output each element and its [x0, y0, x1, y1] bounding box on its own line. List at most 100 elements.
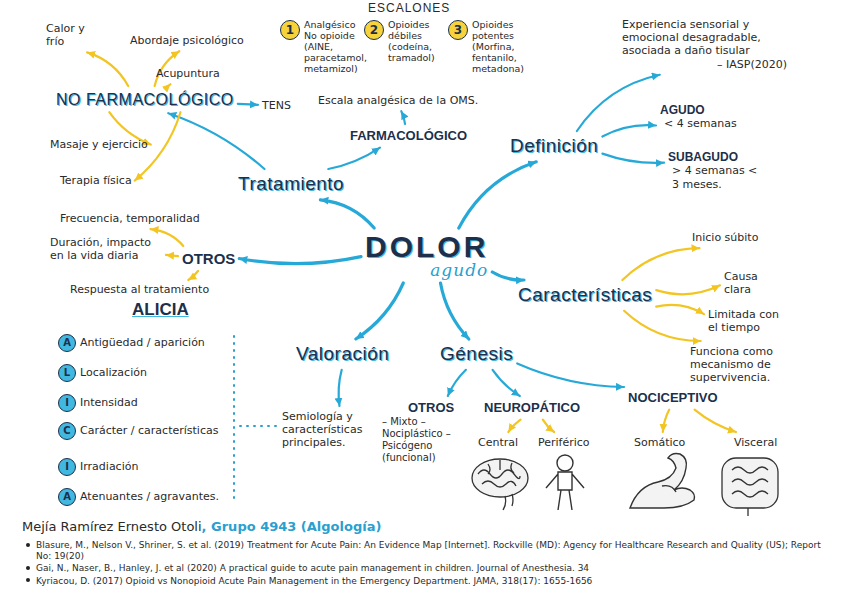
author-line: Mejía Ramírez Ernesto Otoli, Grupo 4943 …	[22, 519, 381, 534]
connector	[448, 370, 466, 396]
step-item: 3Opioides potentes (Morfina, fentanilo, …	[448, 20, 538, 75]
node-heading: ALICIA	[132, 300, 189, 320]
branch-heading: Génesis	[440, 343, 513, 366]
bullet-dot	[26, 543, 30, 547]
brain-stem	[503, 494, 513, 510]
reference-item: Gai, N., Naser, B., Hanley, J. et al (20…	[26, 563, 831, 574]
connector	[517, 363, 624, 387]
mnemonic-item: AAntigüedad / aparición	[58, 334, 218, 352]
brain-folds	[478, 460, 520, 487]
circle-row: AAtenuantes / agravantes.	[58, 488, 218, 506]
node-heading: OTROS	[182, 250, 235, 268]
mnemonic-item: C Carácter / características	[58, 422, 218, 440]
leaf-text: Semiología y características principales…	[282, 410, 394, 450]
subtopic: NOCICEPTIVO	[628, 390, 718, 406]
node-heading: Duración, impacto en la vida diaria	[50, 236, 162, 262]
node-heading: TENS	[262, 99, 291, 112]
node-heading: Inicio súbito	[692, 231, 758, 244]
node-heading: Calor y frío	[46, 22, 86, 48]
branch-heading: Tratamiento	[238, 173, 344, 196]
connector	[441, 283, 469, 339]
node-heading: FARMACOLÓGICO	[350, 128, 467, 144]
node-heading: Abordaje psicológico	[130, 34, 244, 47]
node-heading: Masaje y ejercicio	[50, 138, 148, 151]
circle-row: AAntigüedad / aparición	[58, 334, 218, 352]
letter-circle: A	[58, 488, 76, 506]
connector	[656, 305, 704, 314]
mnemonic-heading: ALICIA	[132, 300, 189, 320]
letter-circle: I	[58, 394, 76, 412]
subtopic: OTROS– Mixto – Nociplástico – Psicógeno …	[382, 400, 464, 464]
circle-row: IIrradiación	[58, 458, 218, 476]
leaf-text: Duración, impacto en la vida diaria	[50, 236, 162, 262]
leaf-text: Causa clara	[724, 270, 772, 296]
connector	[624, 311, 701, 341]
dotted-line	[240, 425, 276, 427]
connector	[602, 154, 664, 163]
branch-heading: Definición	[510, 135, 598, 158]
node-heading: Periférico	[538, 436, 590, 449]
connector	[320, 200, 374, 228]
node-heading: Frecuencia, temporalidad	[60, 212, 200, 225]
node-heading: Características	[518, 284, 652, 307]
leaf-text: Limitada con el tiempo	[708, 308, 790, 334]
node-heading: Tratamiento	[238, 173, 344, 196]
letter-circle: L	[58, 364, 76, 382]
connector	[602, 125, 656, 136]
leaf-text: Respuesta al tratamiento	[70, 283, 209, 296]
alicia-dotted-bracket	[234, 336, 276, 500]
connector	[656, 285, 720, 294]
leaf-text: Frecuencia, temporalidad	[60, 212, 200, 225]
topic-title: DOLOR	[365, 232, 488, 262]
central-topic: DOLORagudo	[365, 232, 488, 279]
node-heading: Acupuntura	[156, 67, 220, 80]
circle-row: LLocalización	[58, 364, 218, 382]
brain-icon	[472, 459, 528, 510]
node-heading: Somático	[634, 436, 685, 449]
mnemonic-item: LLocalización	[58, 364, 218, 382]
connector	[401, 111, 405, 124]
connector	[168, 113, 264, 169]
item-text: Carácter / características	[80, 422, 218, 437]
node-heading: Central	[478, 436, 518, 449]
leaf-text: Inicio súbito	[692, 231, 758, 244]
node-heading: SUBAGUDO	[668, 150, 763, 164]
letter-circle: I	[58, 458, 76, 476]
connector	[188, 271, 198, 280]
bullet-dot	[26, 578, 30, 582]
connector	[167, 84, 170, 86]
item-text: Analgésico No opioide (AINE, paracetamol…	[304, 20, 366, 75]
arm-icon	[630, 454, 695, 509]
letter-circle: C	[58, 422, 76, 440]
person-head	[557, 455, 573, 471]
node-body: – IASP(2020)	[622, 58, 787, 71]
intestine-loops	[732, 467, 768, 516]
node-heading: Experiencia sensorial y emocional desagr…	[622, 18, 787, 58]
connector	[87, 52, 128, 86]
node-heading: Terapia física	[60, 174, 132, 187]
connector	[492, 272, 524, 280]
node-body: < 4 semanas	[660, 117, 737, 130]
leaf-text: Masaje y ejercicio	[50, 138, 148, 151]
leaf-text: Somático	[634, 436, 685, 449]
connector	[239, 257, 361, 264]
subtopic: NO FARMACOLÓGICO	[56, 90, 234, 109]
connector	[238, 104, 258, 105]
step-item: 1Analgésico No opioide (AINE, paracetamo…	[280, 20, 366, 75]
connector	[151, 229, 184, 246]
group-name: , Grupo 4943 (Algología)	[202, 519, 382, 534]
arm-outline	[630, 454, 695, 509]
brain-outline	[472, 459, 528, 497]
step-number: 3	[448, 20, 468, 40]
reference-item: Kyriacou, D. (2017) Opioid vs Nonopioid …	[26, 576, 831, 587]
node-heading: OTROS	[382, 400, 464, 416]
node-heading: Visceral	[734, 436, 777, 449]
node-heading: Definición	[510, 135, 598, 158]
node-heading: Respuesta al tratamiento	[70, 283, 209, 296]
connector	[508, 420, 520, 432]
topic-subtitle: agudo	[365, 262, 488, 279]
subtopic: FARMACOLÓGICO	[350, 128, 467, 144]
letter-circle: A	[58, 334, 76, 352]
leaf-text: TENS	[262, 99, 291, 112]
